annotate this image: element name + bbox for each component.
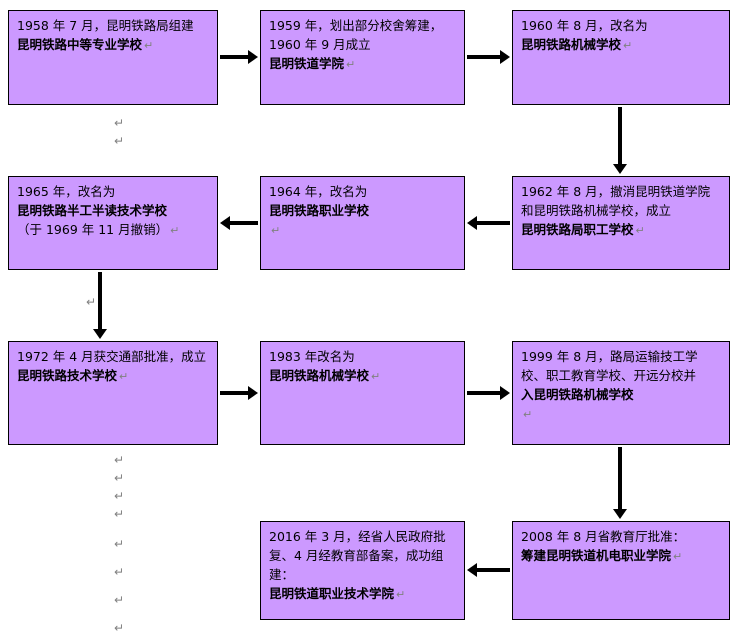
paragraph-mark-icon: ↵ xyxy=(673,550,683,563)
flow-box-2016: 2016 年 3 月，经省人民政府批复、4 月经教育部备案，成功组建： 昆明铁道… xyxy=(260,521,465,620)
flow-arrow-down-icon xyxy=(613,107,627,174)
paragraph-mark-icon: ↵ xyxy=(114,565,125,579)
box-text: 2016 年 3 月，经省人民政府批复、4 月经教育部备案，成功组建： xyxy=(269,529,446,582)
flow-arrow-right-icon xyxy=(467,50,510,64)
paragraph-mark-icon: ↵ xyxy=(114,507,125,521)
paragraph-mark-icon: ↵ xyxy=(114,453,125,467)
paragraph-mark-icon: ↵ xyxy=(623,39,633,52)
flow-box-1972: 1972 年 4 月获交通部批准，成立 昆明铁路技术学校↵ xyxy=(8,341,218,445)
box-text-bold: 入昆明铁路机械学校 xyxy=(521,387,634,402)
box-text: 1959 年，划出部分校舍筹建，1960 年 9 月成立 xyxy=(269,18,443,52)
paragraph-mark-icon: ↵ xyxy=(119,370,129,383)
paragraph-mark-icon: ↵ xyxy=(170,224,180,237)
paragraph-mark-icon: ↵ xyxy=(346,58,356,71)
paragraph-mark-icon: ↵ xyxy=(114,593,125,607)
paragraph-mark-icon: ↵ xyxy=(271,224,281,237)
flow-arrow-left-icon xyxy=(467,563,510,577)
box-text-bold: 昆明铁路中等专业学校 xyxy=(17,37,143,52)
flow-arrow-left-icon xyxy=(220,216,258,230)
box-text-bold: 昆明铁道职业技术学院 xyxy=(269,586,395,601)
box-text-post: （于 1969 年 11 月撤销） xyxy=(17,222,169,237)
flow-box-1983: 1983 年改名为 昆明铁路机械学校↵ xyxy=(260,341,465,445)
paragraph-mark-icon: ↵ xyxy=(114,621,125,635)
box-text-bold: 筹建昆明铁道机电职业学院 xyxy=(521,548,672,563)
flow-arrow-right-icon xyxy=(467,386,510,400)
flow-box-1965: 1965 年，改名为 昆明铁路半工半读技术学校 （于 1969 年 11 月撤销… xyxy=(8,176,218,270)
paragraph-mark-icon: ↵ xyxy=(114,134,125,148)
box-text: 1965 年，改名为 xyxy=(17,184,116,199)
flow-arrow-left-icon xyxy=(467,216,510,230)
flow-box-1999: 1999 年 8 月，路局运输技工学校、职工教育学校、开远分校并 入昆明铁路机械… xyxy=(512,341,730,445)
box-text: 1983 年改名为 xyxy=(269,349,355,364)
box-text: 2008 年 8 月省教育厅批准： xyxy=(521,529,686,544)
flow-box-2008: 2008 年 8 月省教育厅批准： 筹建昆明铁道机电职业学院↵ xyxy=(512,521,730,620)
flow-box-1959: 1959 年，划出部分校舍筹建，1960 年 9 月成立 昆明铁道学院↵ xyxy=(260,10,465,105)
paragraph-mark-icon: ↵ xyxy=(114,537,125,551)
paragraph-mark-icon: ↵ xyxy=(396,588,406,601)
box-text-bold: 昆明铁路技术学校 xyxy=(17,368,118,383)
flow-arrow-right-icon xyxy=(220,50,258,64)
box-text-bold: 昆明铁路机械学校 xyxy=(521,37,622,52)
box-text: 1972 年 4 月获交通部批准，成立 xyxy=(17,349,207,364)
paragraph-mark-icon: ↵ xyxy=(114,489,125,503)
paragraph-mark-icon: ↵ xyxy=(371,370,381,383)
box-text-bold: 昆明铁路机械学校 xyxy=(269,368,370,383)
flow-box-1958: 1958 年 7 月，昆明铁路局组建 昆明铁路中等专业学校↵ xyxy=(8,10,218,105)
flow-box-1960: 1960 年 8 月，改名为 昆明铁路机械学校↵ xyxy=(512,10,730,105)
paragraph-mark-icon: ↵ xyxy=(635,224,645,237)
paragraph-mark-icon: ↵ xyxy=(114,471,125,485)
box-text-bold: 昆明铁路半工半读技术学校 xyxy=(17,203,168,218)
box-text: 1962 年 8 月，撤消昆明铁道学院和昆明铁路机械学校，成立 xyxy=(521,184,711,218)
flow-arrow-right-icon xyxy=(220,386,258,400)
flow-arrow-down-icon xyxy=(93,272,107,339)
box-text-bold: 昆明铁路局职工学校 xyxy=(521,222,634,237)
box-text: 1964 年，改名为 xyxy=(269,184,368,199)
paragraph-mark-icon: ↵ xyxy=(144,39,154,52)
box-text-bold: 昆明铁道学院 xyxy=(269,56,345,71)
flow-box-1964: 1964 年，改名为 昆明铁路职业学校 ↵ xyxy=(260,176,465,270)
flow-box-1962: 1962 年 8 月，撤消昆明铁道学院和昆明铁路机械学校，成立 昆明铁路局职工学… xyxy=(512,176,730,270)
paragraph-mark-icon: ↵ xyxy=(114,116,125,130)
box-text-bold: 昆明铁路职业学校 xyxy=(269,203,370,218)
box-text: 1999 年 8 月，路局运输技工学校、职工教育学校、开远分校并 xyxy=(521,349,698,383)
box-text: 1960 年 8 月，改名为 xyxy=(521,18,648,33)
box-text: 1958 年 7 月，昆明铁路局组建 xyxy=(17,18,194,33)
paragraph-mark-icon: ↵ xyxy=(523,408,533,421)
paragraph-mark-icon: ↵ xyxy=(86,295,97,309)
flow-arrow-down-icon xyxy=(613,447,627,519)
